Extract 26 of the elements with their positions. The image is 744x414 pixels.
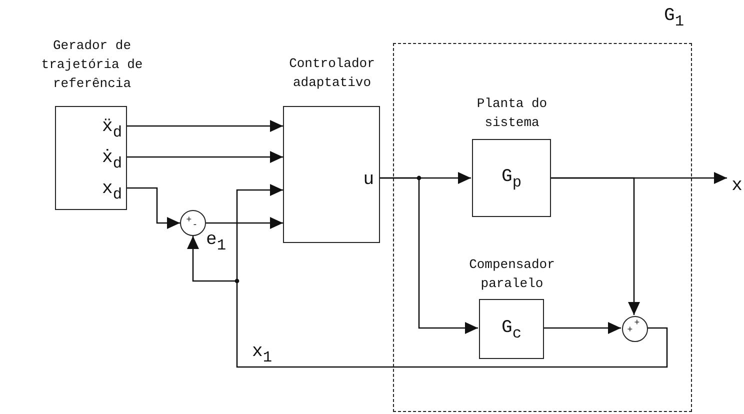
sign-label: - (192, 220, 199, 230)
signal-arrow (127, 151, 283, 163)
signal-line (236, 281, 668, 368)
sign-label: + (626, 325, 634, 335)
block-title: Compensador paralelo (468, 256, 556, 293)
block-title: Controlador adaptativo (288, 55, 376, 92)
signal-arrow (206, 217, 283, 229)
block-title: Gerador de trajetória de referência (40, 37, 144, 93)
signal-label: x$_{d}$ (101, 178, 122, 200)
signal-label: ẍ$_{d}$ (101, 116, 122, 138)
signal-arrow (187, 236, 237, 282)
signal-label: ẋ$_{d}$ (101, 147, 122, 169)
signal-arrow (380, 177, 478, 334)
subsystem-label: G$_{1}$ (663, 5, 685, 27)
sign-label: + (185, 215, 193, 225)
summing-junction (622, 316, 648, 342)
signal-arrow (127, 120, 283, 132)
sign-label: + (633, 318, 641, 328)
signal-label: u (362, 169, 374, 191)
transfer-function-label: G$_{c}$ (500, 317, 522, 339)
transfer-function-label: G$_{p}$ (500, 166, 522, 188)
signal-arrow (543, 322, 621, 334)
block-title: Planta do sistema (476, 95, 548, 132)
signal-arrow (236, 184, 283, 281)
signal-arrow (550, 172, 727, 184)
signal-arrow (127, 187, 180, 229)
